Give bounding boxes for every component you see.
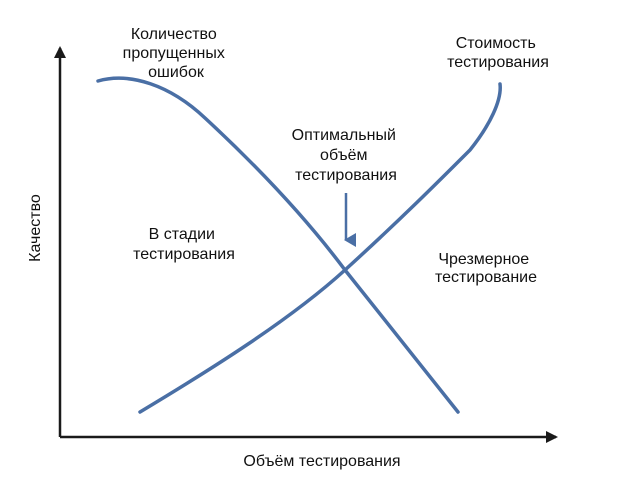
testing-cost-label: Стоимость тестирования <box>447 35 549 71</box>
optimum-label: Оптимальный объём тестирования <box>292 127 401 184</box>
missed-defects-label: Количество пропущенных ошибок <box>123 26 230 81</box>
y-axis-label: Качество <box>27 194 44 262</box>
during-testing-zone-label: В стадии тестирования <box>133 226 235 263</box>
x-axis-label: Объём тестирования <box>243 453 400 470</box>
excessive-testing-zone-label: Чрезмерное тестирование <box>435 251 537 286</box>
testing-cost-curve <box>138 82 502 414</box>
missed-defects-curve <box>96 76 460 414</box>
